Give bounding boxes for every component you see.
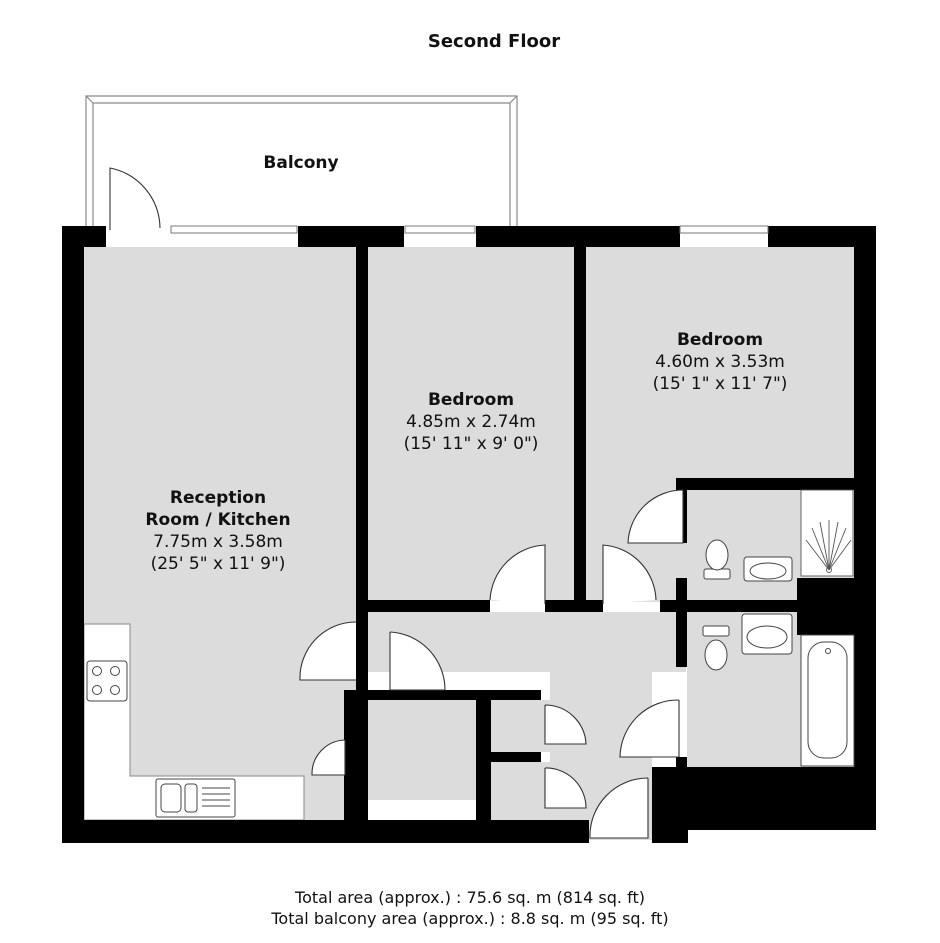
bedroom-right-label: Bedroom 4.60m x 3.53m (15' 1" x 11' 7") [620, 329, 820, 395]
bathtub-icon [800, 634, 855, 767]
reception-label: Reception Room / Kitchen 7.75m x 3.58m (… [118, 487, 318, 575]
balcony-name: Balcony [263, 153, 339, 173]
balcony-label: Balcony [201, 152, 401, 174]
bedroom-right-imperial: (15' 1" x 11' 7") [652, 374, 788, 395]
bedroom-middle-imperial: (15' 11" x 9' 0") [403, 434, 539, 455]
hob-icon [86, 660, 128, 702]
cupboard-floor [368, 700, 476, 800]
bedroom-middle-metric: 4.85m x 2.74m [406, 412, 536, 433]
windows [170, 225, 769, 234]
ensuite-wc-icon [703, 539, 731, 580]
floor-title: Second Floor [427, 31, 561, 52]
doors [109, 167, 684, 839]
reception-imperial: (25' 5" x 11' 9") [150, 554, 286, 575]
bedroom-middle-floor [368, 247, 574, 601]
bedroom-right-name: Bedroom [676, 330, 764, 350]
store-lower-floor [491, 762, 551, 820]
total-area: Total area (approx.) : 75.6 sq. m (814 s… [295, 888, 645, 907]
bedroom-right-metric: 4.60m x 3.53m [655, 352, 785, 373]
balcony-outline [85, 95, 518, 226]
bathroom-basin-icon [741, 613, 793, 655]
shower-tray-icon [800, 489, 854, 577]
balcony-area: Total balcony area (approx.) : 8.8 sq. m… [271, 909, 669, 928]
reception-name-line1: Reception [169, 488, 267, 508]
reception-metric: 7.75m x 3.58m [153, 532, 283, 553]
ensuite-basin-icon [743, 556, 793, 582]
store-upper-floor [491, 700, 551, 752]
kitchen-sink-icon [155, 778, 236, 818]
reception-name-line2: Room / Kitchen [145, 510, 291, 531]
bedroom-middle-label: Bedroom 4.85m x 2.74m (15' 11" x 9' 0") [371, 389, 571, 455]
bathroom-wc-icon [702, 625, 730, 671]
bedroom-middle-name: Bedroom [427, 390, 515, 410]
area-totals: Total area (approx.) : 75.6 sq. m (814 s… [0, 887, 940, 929]
walls [62, 226, 876, 843]
